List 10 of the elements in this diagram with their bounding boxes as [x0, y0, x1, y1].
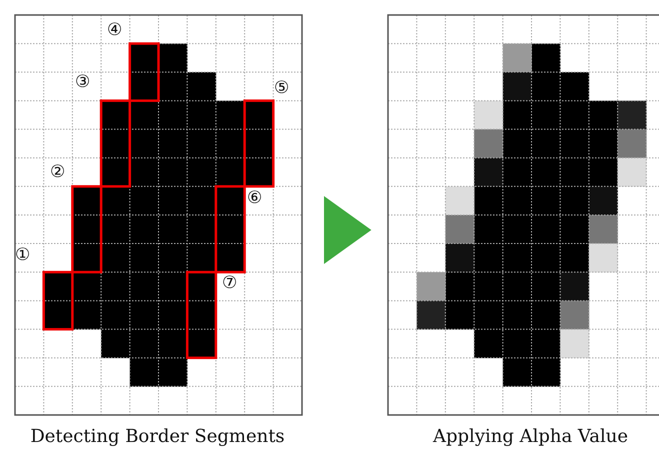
arrow — [324, 196, 372, 264]
node-label: Applying Alpha Value — [432, 426, 629, 447]
callout-number: ④ — [107, 21, 122, 39]
callout-number: ⑤ — [274, 79, 290, 97]
node-label: Detecting Border Segments — [29, 426, 286, 447]
callout-number: ⑥ — [247, 189, 262, 207]
callout-number: ① — [15, 246, 30, 264]
callout-number: ③ — [75, 73, 90, 91]
callout-number: ⑦ — [222, 274, 238, 292]
callout-number: ② — [50, 163, 66, 181]
